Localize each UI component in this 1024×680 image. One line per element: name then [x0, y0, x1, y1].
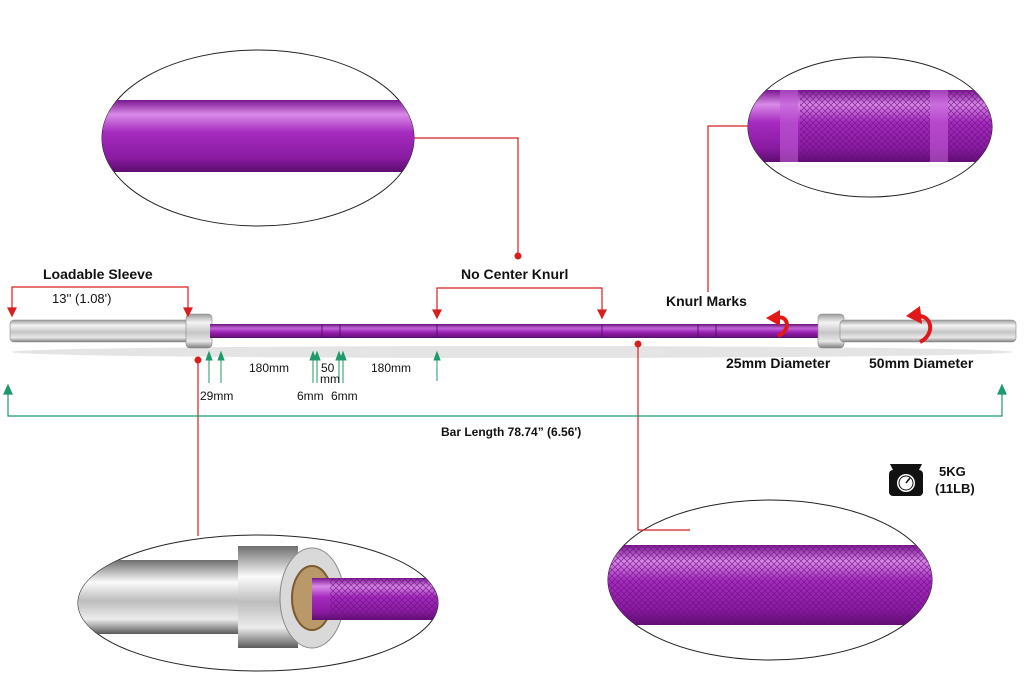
bar-length-label: Bar Length 78.74” (6.56'): [441, 425, 582, 439]
callout-sleeve-collar: [77, 534, 439, 672]
weight-lb-label: (11LB): [935, 481, 975, 496]
diameter-arrow-25: [766, 310, 789, 338]
left-collar: [185, 313, 213, 349]
scale-icon: [886, 458, 926, 498]
sleeve-length-label: 13'' (1.08'): [52, 291, 112, 306]
dimension-markers: [205, 350, 441, 383]
bar-shadow: [12, 346, 1012, 358]
gap-measure-top: 50: [321, 361, 335, 375]
diameter-arrow-50: [906, 306, 932, 344]
no-center-knurl-bracket: [432, 287, 607, 320]
weight-kg-label: 5KG: [939, 464, 966, 479]
diameter-25-label: 25mm Diameter: [726, 355, 831, 371]
barbell: [9, 313, 1017, 349]
knurl-marks-label: Knurl Marks: [666, 293, 747, 309]
left-sleeve: [9, 319, 191, 343]
loadable-sleeve-label: Loadable Sleeve: [43, 266, 153, 282]
no-center-knurl-label: No Center Knurl: [461, 266, 569, 282]
sleeve-bracket: [7, 286, 193, 318]
callout-smooth-shaft: [101, 49, 415, 227]
collar-measure: 29mm: [200, 389, 234, 403]
callout-knurl-marks: [747, 56, 993, 198]
callout-connectors: [197, 125, 748, 536]
knurl-right-measure: 180mm: [371, 361, 412, 375]
gap-measure-bottom: mm: [320, 372, 340, 386]
callout-knurl-close-up: [607, 499, 933, 661]
callout-dots: [194, 252, 642, 364]
bar-length-line: [3, 383, 1007, 417]
knurl-left-measure: 180mm: [249, 361, 290, 375]
shaft: [210, 324, 826, 338]
mark-a-measure: 6mm: [297, 389, 324, 403]
diameter-50-label: 50mm Diameter: [869, 355, 974, 371]
mark-b-measure: 6mm: [331, 389, 358, 403]
